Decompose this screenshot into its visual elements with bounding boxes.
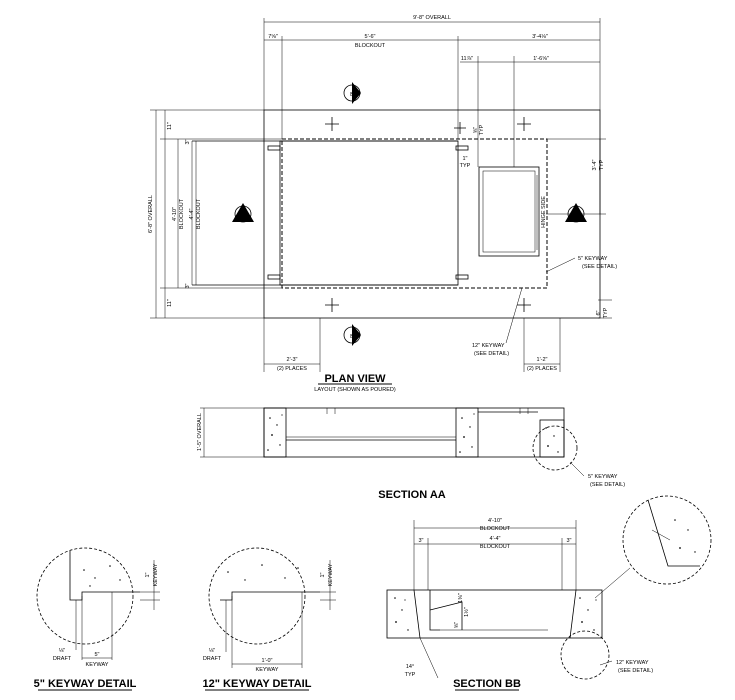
section-bb-title: SECTION BB xyxy=(453,678,521,690)
hinge-side-label: HINGE SIDE xyxy=(541,196,547,228)
aa-keyway-see: (SEE DETAIL) xyxy=(590,482,625,488)
dim-overall-width: 9'-8" OVERALL xyxy=(413,15,451,21)
bb-blockout-2: BLOCKOUT xyxy=(480,544,511,550)
svg-text:A: A xyxy=(574,215,578,221)
dim-2-places-left: (2) PLACES xyxy=(277,366,307,372)
section-marker-b-top: B xyxy=(343,82,361,104)
dim-overall-height: 6'-8" OVERALL xyxy=(148,195,154,233)
dim-1-6-5-8: 1'-6⅝" xyxy=(533,56,549,62)
d12-draft: DRAFT xyxy=(203,656,222,662)
dim-blockout-word: BLOCKOUT xyxy=(355,43,386,49)
dim-11-top: 11" xyxy=(167,122,173,130)
dim-typ-small: TYP xyxy=(479,124,485,135)
bb-keyway-see: (SEE DETAIL) xyxy=(618,668,653,674)
bb-5-8: ⅝" xyxy=(454,622,460,629)
dim-2-3: 2'-3" xyxy=(287,357,298,363)
bb-4-4: 4'-4" xyxy=(490,536,501,542)
d12-draft-frac: ⅛" xyxy=(209,648,216,654)
bb-3-left: 3" xyxy=(418,538,423,544)
d5-five: 5" xyxy=(94,652,99,658)
dim-11-7-8: 11⅞" xyxy=(461,56,473,62)
dim-blockout-v1: BLOCKOUT xyxy=(179,198,185,229)
dim-7-5-8: 7⅝" xyxy=(268,34,278,40)
d12-keyway: KEYWAY xyxy=(256,667,279,673)
section-aa: 1'-5" OVERALL 5" KEYWAY (SEE DETAIL) SEC… xyxy=(197,407,625,501)
svg-text:A: A xyxy=(241,215,245,221)
keyway12-detail: 1'-0" KEYWAY 1" KEYWAY ⅛" DRAFT 12" KEYW… xyxy=(203,547,336,691)
dim-4-4: 4'-4" xyxy=(189,208,195,219)
section-marker-a-right: A xyxy=(565,203,587,223)
dim-4-10: 4'-10" xyxy=(172,207,178,221)
bb-1-3-8: 1⅜" xyxy=(458,593,464,603)
aa-overall: 1'-5" OVERALL xyxy=(197,413,203,451)
dim-3-top: 3" xyxy=(185,139,191,144)
dim-1-2: 1'-2" xyxy=(537,357,548,363)
dim-blockout-width: 5'-6" xyxy=(365,34,376,40)
plan-view: 9'-8" OVERALL 7⅝" 5'-6" BLOCKOUT 3'-4⅛" … xyxy=(148,15,617,393)
d12-keyway-v: KEYWAY xyxy=(328,563,334,586)
bb-blockout-1: BLOCKOUT xyxy=(480,526,511,532)
d5-one: 1" xyxy=(145,572,151,577)
plan-view-title: PLAN VIEW xyxy=(324,373,386,385)
svg-text:B: B xyxy=(350,334,354,340)
d5-draft-frac: ⅛" xyxy=(59,648,66,654)
bb-1-2: 1½" xyxy=(463,607,470,617)
dim-typ-6: TYP xyxy=(603,307,609,318)
plan-view-subtitle: LAYOUT (SHOWN AS POURED) xyxy=(314,387,396,393)
keyway-12-label: 12" KEYWAY xyxy=(472,343,505,349)
keyway-5-see: (SEE DETAIL) xyxy=(582,264,617,270)
dim-6: 6" xyxy=(596,310,602,315)
dim-3-4-typ: 3'-4" xyxy=(592,159,598,170)
d5-draft: DRAFT xyxy=(53,656,72,662)
keyway-5-label: 5" KEYWAY xyxy=(578,256,608,262)
dim-5-8: ⅝" xyxy=(473,127,479,134)
dim-1-1: 1" xyxy=(462,156,467,162)
d12-one: 1" xyxy=(320,572,326,577)
bb-typ: TYP xyxy=(405,672,416,678)
d12-onefoot: 1'-0" xyxy=(262,658,273,664)
section-marker-a-left: A xyxy=(232,203,254,223)
dim-typ-right: TYP xyxy=(599,159,605,170)
opening xyxy=(279,140,459,286)
keyway5-detail: 5" KEYWAY 1" KEYWAY ⅛" DRAFT 5" KEYWAY D… xyxy=(34,547,160,691)
dim-blockout-v2: BLOCKOUT xyxy=(196,198,202,229)
d5-keyway-v: KEYWAY xyxy=(153,563,159,586)
keyway5-title: 5" KEYWAY DETAIL xyxy=(34,678,137,690)
bb-14: 14° xyxy=(406,664,414,670)
dim-11-bottom: 11" xyxy=(167,299,173,307)
d5-keyway: KEYWAY xyxy=(86,662,109,668)
blockout-dashed xyxy=(281,138,548,289)
bb-3-right: 3" xyxy=(566,538,571,544)
section-marker-b-bottom: B xyxy=(343,324,361,346)
svg-text:B: B xyxy=(350,92,354,98)
bb-4-10: 4'-10" xyxy=(488,518,502,524)
section-bb: 4'-10" BLOCKOUT 4'-4" BLOCKOUT 3" 3" 14°… xyxy=(386,495,712,691)
dim-2-places-right: (2) PLACES xyxy=(527,366,557,372)
keyway12-title: 12" KEYWAY DETAIL xyxy=(203,678,312,690)
aa-keyway-label: 5" KEYWAY xyxy=(588,474,618,480)
dim-3-bottom: 3" xyxy=(185,283,191,288)
dim-3-4-1-8: 3'-4⅛" xyxy=(532,34,548,40)
dim-typ-1: TYP xyxy=(460,163,471,169)
keyway-12-see: (SEE DETAIL) xyxy=(474,351,509,357)
section-aa-title: SECTION AA xyxy=(378,489,445,501)
bb-keyway-label: 12" KEYWAY xyxy=(616,660,649,666)
hinge-box xyxy=(478,166,540,257)
